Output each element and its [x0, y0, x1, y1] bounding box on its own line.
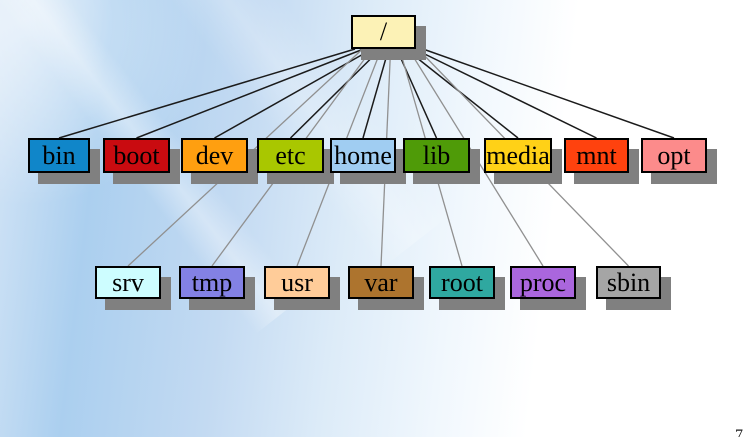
dir-node-bin: bin — [28, 138, 90, 173]
dir-node-home: home — [330, 138, 396, 173]
dir-node-media: media — [484, 138, 552, 173]
dir-node-boot: boot — [103, 138, 170, 173]
dir-node-dev: dev — [181, 138, 248, 173]
dir-node-var: var — [348, 266, 414, 299]
dir-node-opt: opt — [641, 138, 707, 173]
dir-node-usr: usr — [264, 266, 330, 299]
dir-node-root: root — [429, 266, 495, 299]
dir-node-sbin: sbin — [596, 266, 661, 299]
dir-node-tmp: tmp — [179, 266, 245, 299]
dir-node-etc: etc — [257, 138, 324, 173]
dir-node-lib: lib — [403, 138, 470, 173]
slide-page-number: 7 — [735, 427, 743, 437]
dir-node-proc: proc — [510, 266, 576, 299]
dir-node-srv: srv — [95, 266, 161, 299]
dir-node-mnt: mnt — [564, 138, 629, 173]
dir-node-root-slash: / — [351, 15, 416, 49]
